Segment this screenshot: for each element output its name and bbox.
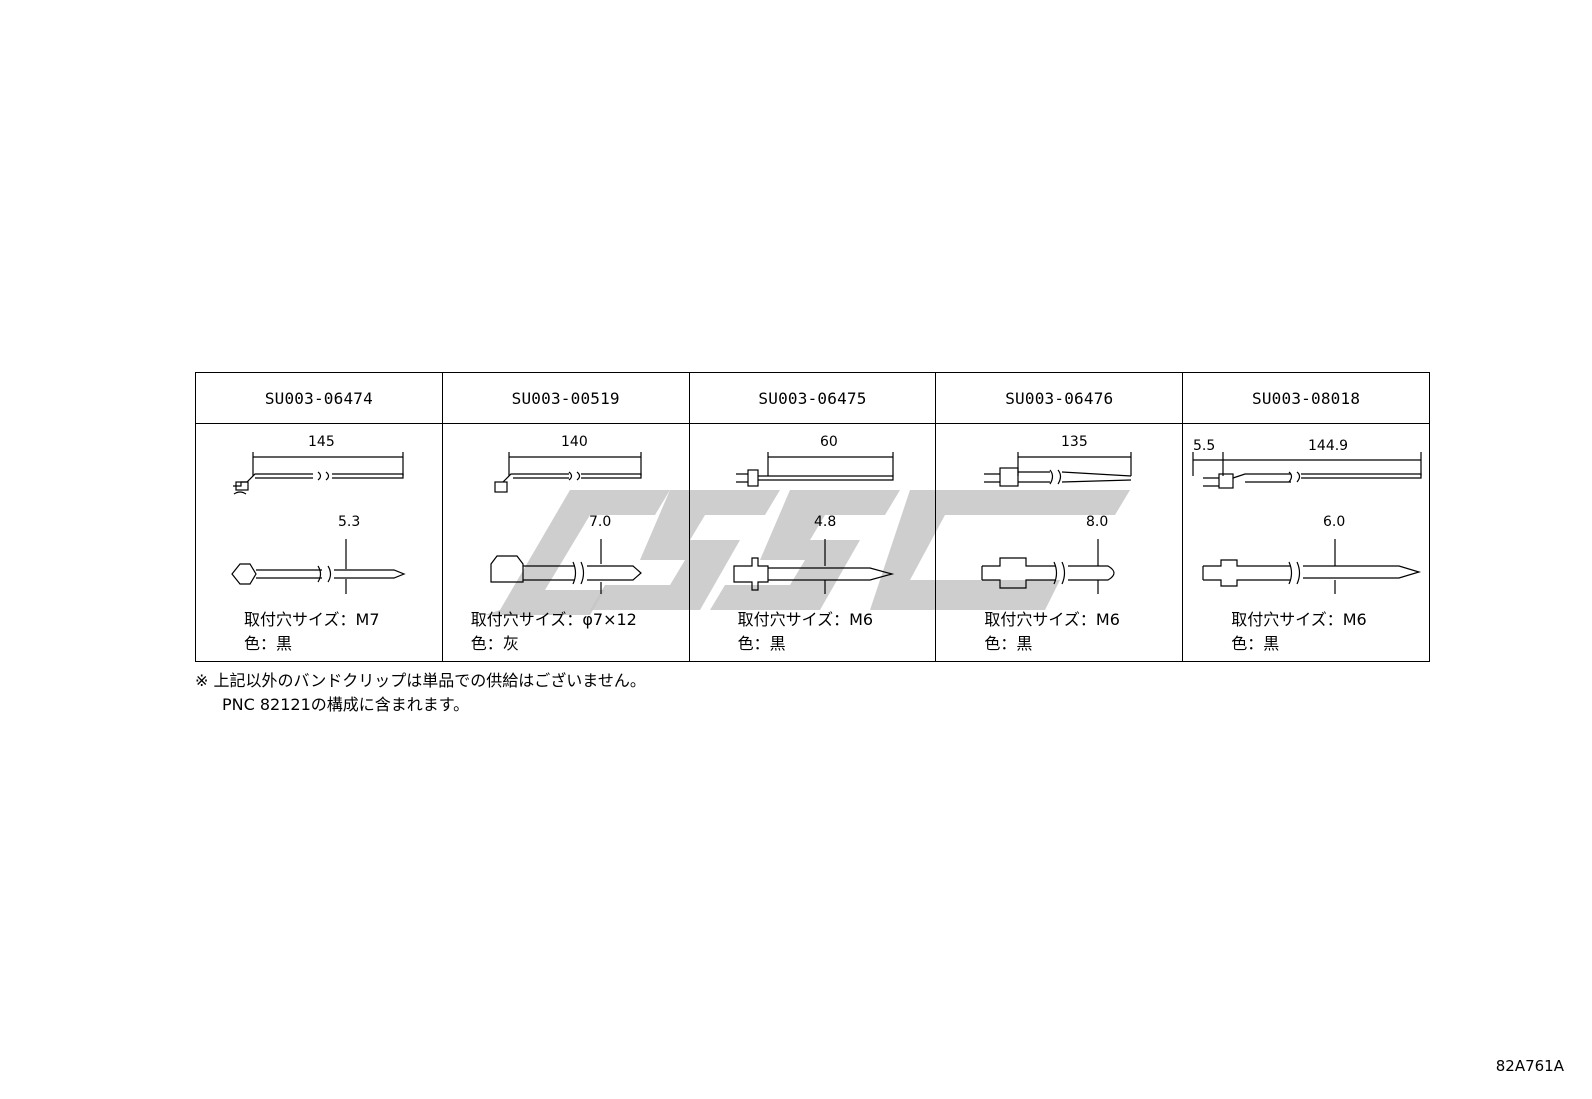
part-column: SU003-08018 5.5 144.9 6.0 <box>1183 373 1429 661</box>
color-label: 色： <box>1231 634 1264 653</box>
part-body: 60 4.8 取付穴サイズ：M6 色：黒 <box>690 424 936 662</box>
color-value: 黒 <box>1016 634 1033 653</box>
band-clip-drawing: 60 4.8 <box>732 434 894 594</box>
width-dimension: 5.3 <box>338 514 360 530</box>
length-dimension: 60 <box>820 434 838 450</box>
hole-size-value: M6 <box>1342 610 1367 629</box>
figure-code: 82A761A <box>1495 1057 1564 1075</box>
color-value: 黒 <box>276 634 293 653</box>
footnote-line-2: PNC 82121の構成に含まれます。 <box>222 695 470 714</box>
part-number: SU003-08018 <box>1183 373 1429 424</box>
offset-dimension: 5.5 <box>1193 438 1215 454</box>
width-dimension: 6.0 <box>1323 514 1345 530</box>
spec-text: 取付穴サイズ：M6 色：黒 <box>738 608 874 656</box>
band-clip-drawing: 140 7.0 <box>490 434 642 594</box>
part-number: SU003-06476 <box>936 373 1183 424</box>
color-value: 黒 <box>1263 634 1280 653</box>
spec-text: 取付穴サイズ：M6 色：黒 <box>984 608 1120 656</box>
part-number: SU003-00519 <box>442 373 689 424</box>
band-clip-drawing: 145 5.3 <box>231 434 406 594</box>
spec-text: 取付穴サイズ：M6 色：黒 <box>1231 608 1367 656</box>
color-label: 色： <box>737 634 770 653</box>
footnote-line-1: ※ 上記以外のバンドクリップは単品での供給はございません。 <box>195 671 646 690</box>
part-column: SU003-06476 135 8.0 取付 <box>936 373 1184 662</box>
part-body: 135 8.0 取付穴サイズ：M6 色：黒 <box>936 424 1182 662</box>
width-dimension: 7.0 <box>589 514 611 530</box>
hole-size-value: M6 <box>1095 610 1120 629</box>
length-dimension: 144.9 <box>1308 438 1348 454</box>
part-column: SU003-06475 60 4.8 取付穴サイズ：M6 色：黒 <box>689 373 937 662</box>
part-body: 140 7.0 取付穴サイズ：φ7×12 色：灰 <box>443 424 689 662</box>
color-value: 灰 <box>502 634 519 653</box>
length-dimension: 140 <box>561 434 588 450</box>
length-dimension: 145 <box>308 434 335 450</box>
hole-size-value: φ7×12 <box>582 610 637 629</box>
color-value: 黒 <box>769 634 786 653</box>
footnote: ※ 上記以外のバンドクリップは単品での供給はございません。 PNC 82121の… <box>195 669 646 717</box>
width-dimension: 4.8 <box>814 514 836 530</box>
band-clip-drawing: 5.5 144.9 6.0 <box>1192 438 1422 594</box>
width-dimension: 8.0 <box>1086 514 1108 530</box>
part-column: SU003-06474 145 5.3 取付 <box>196 373 443 661</box>
hole-size-label: 取付穴サイズ： <box>244 610 356 629</box>
part-body: 145 5.3 取付穴サイズ：M7 色：黒 <box>196 424 442 662</box>
band-clip-drawing: 135 8.0 <box>981 434 1132 594</box>
spec-text: 取付穴サイズ：M7 色：黒 <box>244 608 380 656</box>
parts-table: SU003-06474 145 5.3 取付 <box>195 372 1430 662</box>
color-label: 色： <box>470 634 503 653</box>
hole-size-label: 取付穴サイズ： <box>737 610 850 629</box>
hole-size-label: 取付穴サイズ： <box>1231 610 1343 629</box>
hole-size-value: M6 <box>849 610 874 629</box>
color-label: 色： <box>984 634 1017 653</box>
part-number: SU003-06475 <box>689 373 936 424</box>
hole-size-label: 取付穴サイズ： <box>470 610 583 629</box>
hole-size-value: M7 <box>355 610 380 629</box>
part-body: 5.5 144.9 6.0 取付穴サイズ：M6 色：黒 <box>1183 424 1429 662</box>
part-number: SU003-06474 <box>196 373 442 424</box>
part-column: SU003-00519 140 7.0 取付穴サイズ：φ7×12 <box>442 373 690 662</box>
spec-text: 取付穴サイズ：φ7×12 色：灰 <box>471 608 637 656</box>
color-label: 色： <box>244 634 277 653</box>
length-dimension: 135 <box>1061 434 1088 450</box>
hole-size-label: 取付穴サイズ： <box>984 610 1096 629</box>
